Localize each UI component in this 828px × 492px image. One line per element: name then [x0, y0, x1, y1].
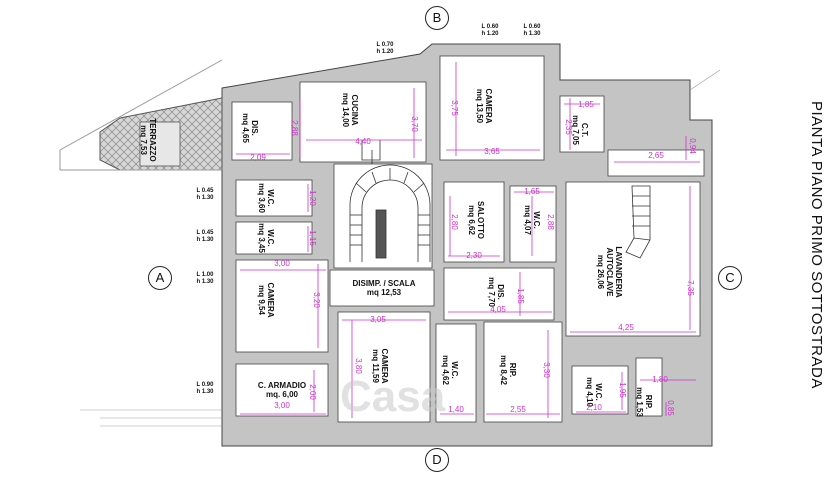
room-label-salotto: SALOTTOmq 6,62	[467, 201, 485, 239]
dimension-label: 3,80	[354, 358, 363, 374]
room-label-dis-top: DIS.mq 4,65	[241, 113, 259, 143]
room-label-rip2: RIP.mq 1,53	[635, 387, 653, 417]
orientation-label-c: C	[718, 266, 742, 290]
dimension-label: 4,25	[618, 323, 634, 332]
dimension-label: 2,30	[466, 251, 482, 260]
orientation-label-d: D	[425, 448, 449, 472]
room-camera-bottom	[337, 311, 431, 423]
room-label-wc4: W.C.mq 4,62	[441, 355, 459, 385]
room-camera-top	[439, 55, 545, 161]
room-label-wc5: W.C.mq 4,10	[585, 377, 603, 407]
page-title: PIANTA PIANO PRIMO SOTTOSTRADA	[808, 101, 825, 389]
dimension-label: 3,70	[410, 116, 419, 132]
dimension-label: 1,65	[524, 187, 540, 196]
room-label-camera-bottom: CAMERAmq 11,59	[371, 348, 389, 383]
room-salotto	[443, 181, 505, 263]
room-label-rip1: RIP.mq 8,42	[499, 355, 517, 385]
dimension-label: 4,40	[355, 137, 371, 146]
room-disimp	[329, 269, 435, 307]
orientation-label-a: A	[148, 266, 172, 290]
dimension-label: 3,05	[370, 315, 386, 324]
dimension-label: 2,10	[586, 403, 602, 412]
room-cucina	[299, 81, 427, 163]
room-label-cucina: CUCINAmq 14,00	[341, 93, 359, 128]
room-dis-mid	[443, 267, 555, 321]
dimension-label: 1,20	[308, 190, 317, 206]
room-label-camera-left: CAMERAmq 9,54	[257, 282, 275, 317]
dimension-label: 3,30	[542, 362, 551, 378]
dimension-label: 2,88	[290, 120, 299, 136]
room-label-camera-top: CAMERAmq 13,50	[475, 88, 493, 123]
room-wc4	[435, 323, 477, 423]
lavanderia-stair	[625, 185, 651, 259]
staircase	[349, 140, 431, 262]
dimension-label: 2,35	[564, 119, 573, 135]
room-label-terrazzo: TERRAZZOmq 7,53	[139, 118, 157, 162]
dimension-label: 3,20	[312, 292, 321, 308]
dimension-label: 3,75	[450, 100, 459, 116]
dimension-label: 1,95	[618, 382, 627, 398]
dimension-label: 1,15	[308, 230, 317, 246]
room-label-wc3: W.C.mq 4,07	[523, 205, 541, 235]
dimension-label: 2,00	[308, 384, 317, 400]
room-wc5	[571, 365, 629, 415]
orientation-label-b: B	[425, 6, 449, 30]
room-camera-left	[235, 259, 329, 353]
dimension-label: 3,65	[484, 147, 500, 156]
dimension-label: 7,35	[686, 280, 695, 296]
room-label-wc2: W.C.mq 3,45	[257, 223, 275, 253]
room-armadio	[235, 363, 329, 417]
dimension-label: 3,00	[274, 401, 290, 410]
room-wc1	[235, 179, 313, 217]
room-corridor-right	[607, 149, 705, 177]
room-label-ct: C.T.mq 7,05	[571, 115, 589, 145]
room-rip2	[635, 357, 663, 417]
dimension-label: 2,55	[510, 405, 526, 414]
room-label-lavanderia: LAVANDERIAAUTOCLAVEmq 26,06	[596, 246, 623, 297]
room-dis-top	[231, 101, 293, 161]
room-rip1	[483, 321, 563, 423]
dimension-label: 2,09	[250, 153, 266, 162]
dimension-label: 2,80	[450, 214, 459, 230]
room-label-wc1: W.C.mq 3,60	[257, 183, 275, 213]
dimension-label: 1,40	[448, 405, 464, 414]
dimension-label: 1,85	[516, 288, 525, 304]
dimension-label: 0,85	[666, 400, 675, 416]
dimension-label: 3,00	[274, 259, 290, 268]
room-wc2	[235, 221, 313, 255]
dimension-label: 0,94	[688, 138, 697, 154]
dimension-label: 2,88	[546, 214, 555, 230]
room-label-dis-mid: DIS.mq 7,70	[487, 277, 505, 307]
dimension-label: 2,65	[648, 151, 664, 160]
dimension-label: 1,80	[652, 375, 668, 384]
dimension-label: 4,05	[490, 305, 506, 314]
dimension-label: 1,85	[578, 100, 594, 109]
room-ct	[559, 95, 605, 153]
room-wc3	[509, 185, 557, 263]
